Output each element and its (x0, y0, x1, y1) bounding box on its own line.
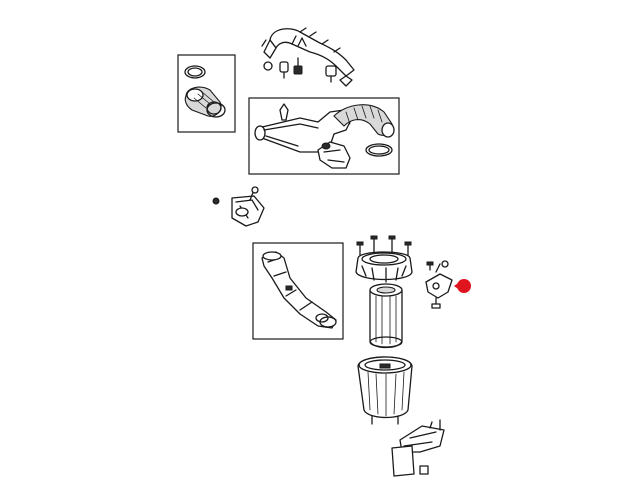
resonator-coupler[interactable] (184, 65, 226, 118)
air-duct-snorkel[interactable] (261, 251, 337, 329)
resonator-inset-box (177, 54, 236, 133)
hose-clamp-ring[interactable] (365, 143, 393, 157)
air-cleaner-cover[interactable] (355, 251, 413, 283)
upper-hose-assembly[interactable] (261, 27, 355, 87)
air-duct-inlet[interactable] (212, 186, 265, 227)
mounting-bracket[interactable] (391, 419, 445, 477)
air-cleaner-housing[interactable] (357, 356, 413, 425)
intake-tube[interactable] (254, 103, 353, 153)
small-connector[interactable] (279, 37, 307, 79)
intake-tube-inset-box (248, 97, 400, 175)
callout-marker[interactable] (454, 279, 471, 293)
filter-housing-bracket[interactable] (425, 260, 453, 309)
air-filter-element[interactable] (369, 283, 403, 349)
air-cleaner-screws[interactable] (356, 235, 412, 257)
hose-clip[interactable] (293, 57, 337, 83)
intake-bellows[interactable] (333, 104, 395, 138)
snorkel-inset-box (252, 242, 344, 340)
intake-duct-elbow[interactable] (317, 141, 351, 169)
